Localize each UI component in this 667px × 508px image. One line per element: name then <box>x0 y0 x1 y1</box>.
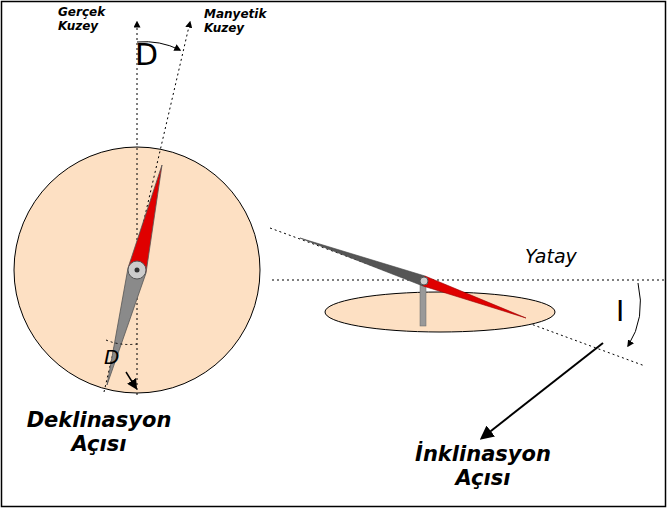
plane-label: Yatay <box>525 246 615 268</box>
dip-needle-south <box>300 238 425 286</box>
magnetic-north-line <box>104 22 190 392</box>
axis-label: Gerçek Kuzey <box>58 6 108 34</box>
dip-pivot <box>420 277 428 285</box>
tilt-line <box>270 228 645 366</box>
angle-name: İnklinasyon Açısı <box>388 442 578 490</box>
angle-name: Deklinasyon Açısı <box>14 408 184 456</box>
needle-north <box>128 165 162 273</box>
horizontal-line <box>272 280 667 281</box>
compass-base <box>325 292 555 332</box>
true-north-line <box>137 22 138 395</box>
declination-pointer <box>126 372 136 388</box>
axis-label: Manyetik Kuzey <box>204 8 284 36</box>
angle-letter: D <box>135 38 175 73</box>
pivot <box>128 261 146 279</box>
dip-needle-north <box>423 276 526 318</box>
inclination-arc <box>628 283 640 346</box>
pivot-dot <box>135 268 140 273</box>
declination-arc-lower <box>106 340 137 345</box>
angle-letter: D <box>104 346 134 369</box>
angle-letter: I <box>616 296 646 328</box>
inclination-pointer <box>482 343 603 438</box>
post <box>420 282 426 326</box>
